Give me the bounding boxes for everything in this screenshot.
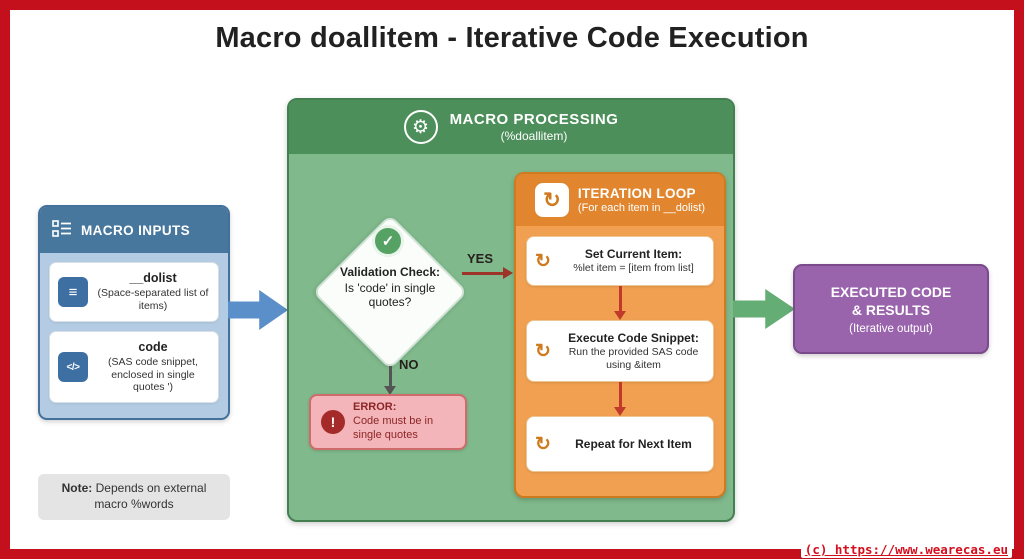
error-icon: ! — [321, 410, 345, 434]
macro-inputs-panel: MACRO INPUTS ≡ __dolist (Space-separated… — [38, 205, 230, 420]
loop-arrow-line — [619, 286, 622, 312]
step-1-text: Set Current Item: %let item = [item from… — [562, 247, 705, 275]
yes-label: YES — [467, 251, 494, 266]
macro-inputs-body: ≡ __dolist (Space-separated list of item… — [40, 253, 228, 412]
step-1-title: Set Current Item: — [584, 247, 683, 262]
check-icon: ✓ — [372, 225, 404, 257]
loop-step-icon: ↻ — [535, 340, 551, 362]
dolist-name: __dolist — [129, 271, 177, 286]
dolist-text: __dolist (Space-separated list of items) — [96, 271, 210, 313]
step-3-text: Repeat for Next Item — [562, 437, 705, 452]
page-title: Macro doallitem - Iterative Code Executi… — [215, 22, 809, 54]
loop-arrow-head — [614, 311, 626, 320]
loop-icon: ↻ — [534, 183, 569, 217]
output-subtitle: (Iterative output) — [849, 323, 933, 336]
output-title: EXECUTED CODE & RESULTS — [830, 283, 952, 318]
error-message: Code must be in single quotes — [353, 415, 434, 441]
error-text: ERROR: Code must be in single quotes — [353, 401, 455, 442]
loop-arrow-line — [619, 382, 622, 408]
iteration-loop-titles: ITERATION LOOP (For each item in __dolis… — [578, 186, 705, 214]
step-execute-code: ↻ Execute Code Snippet: Run the provided… — [526, 320, 714, 382]
error-title: ERROR: — [353, 401, 397, 414]
step-2-title: Execute Code Snippet: — [568, 330, 699, 345]
macro-inputs-header: MACRO INPUTS — [40, 207, 228, 253]
step-2-desc: Run the provided SAS code using &item — [568, 345, 699, 371]
iteration-loop-title: ITERATION LOOP — [577, 186, 696, 201]
no-arrow-head — [384, 386, 396, 395]
no-label: NO — [399, 357, 419, 372]
error-box: ! ERROR: Code must be in single quotes — [309, 394, 467, 450]
loop-step-icon: ↻ — [535, 433, 551, 455]
code-input-card: </> code (SAS code snippet, enclosed in … — [49, 331, 219, 403]
dolist-desc: (Space-separated list of items) — [97, 287, 209, 312]
copyright-link[interactable]: (c) https://www.wearecas.eu — [800, 541, 1012, 558]
step-set-current-item: ↻ Set Current Item: %let item = [item fr… — [526, 236, 714, 286]
iteration-loop-subtitle: (For each item in __dolist) — [577, 202, 706, 214]
yes-arrow-line — [462, 272, 504, 275]
loop-step-icon: ↻ — [535, 250, 551, 272]
note-label: Note: — [61, 481, 93, 496]
gear-icon: ⚙ — [403, 110, 438, 144]
validation-text: Validation Check: Is 'code' in single qu… — [333, 265, 447, 310]
macro-processing-title: MACRO PROCESSING — [449, 111, 619, 128]
code-desc: (SAS code snippet, enclosed in single qu… — [108, 355, 198, 394]
step-1-desc: %let item = [item from list] — [573, 262, 694, 275]
iteration-loop-header: ↻ ITERATION LOOP (For each item in __dol… — [516, 174, 724, 226]
macro-processing-titles: MACRO PROCESSING (%doallitem) — [450, 111, 619, 143]
note-box: Note: Depends on external macro %words — [38, 474, 230, 520]
macro-inputs-label: MACRO INPUTS — [81, 222, 191, 238]
validation-question: Is 'code' in single quotes? — [344, 281, 436, 310]
step-3-title: Repeat for Next Item — [575, 436, 692, 451]
step-repeat-next: ↻ Repeat for Next Item — [526, 416, 714, 472]
checklist-icon — [52, 219, 72, 241]
executed-code-box: EXECUTED CODE & RESULTS (Iterative outpu… — [793, 264, 989, 354]
code-name: code — [138, 339, 168, 354]
step-2-text: Execute Code Snippet: Run the provided S… — [562, 331, 705, 372]
validation-title: Validation Check: — [339, 265, 441, 279]
loop-arrow-head — [614, 407, 626, 416]
no-arrow-line — [389, 366, 392, 386]
dolist-input-card: ≡ __dolist (Space-separated list of item… — [49, 262, 219, 322]
note-text: Note: Depends on external macro %words — [48, 481, 220, 512]
macro-processing-box: ⚙ MACRO PROCESSING (%doallitem) ✓ Valida… — [287, 98, 735, 522]
macro-processing-subtitle: (%doallitem) — [500, 129, 568, 143]
iteration-loop-box: ↻ ITERATION LOOP (For each item in __dol… — [514, 172, 726, 498]
macro-processing-header: ⚙ MACRO PROCESSING (%doallitem) — [289, 100, 733, 154]
yes-arrow-head — [503, 267, 513, 279]
note-body: Depends on external macro %words — [92, 481, 207, 511]
code-text: code (SAS code snippet, enclosed in sing… — [96, 340, 210, 394]
code-icon: </> — [58, 352, 88, 382]
list-icon: ≡ — [58, 277, 88, 307]
